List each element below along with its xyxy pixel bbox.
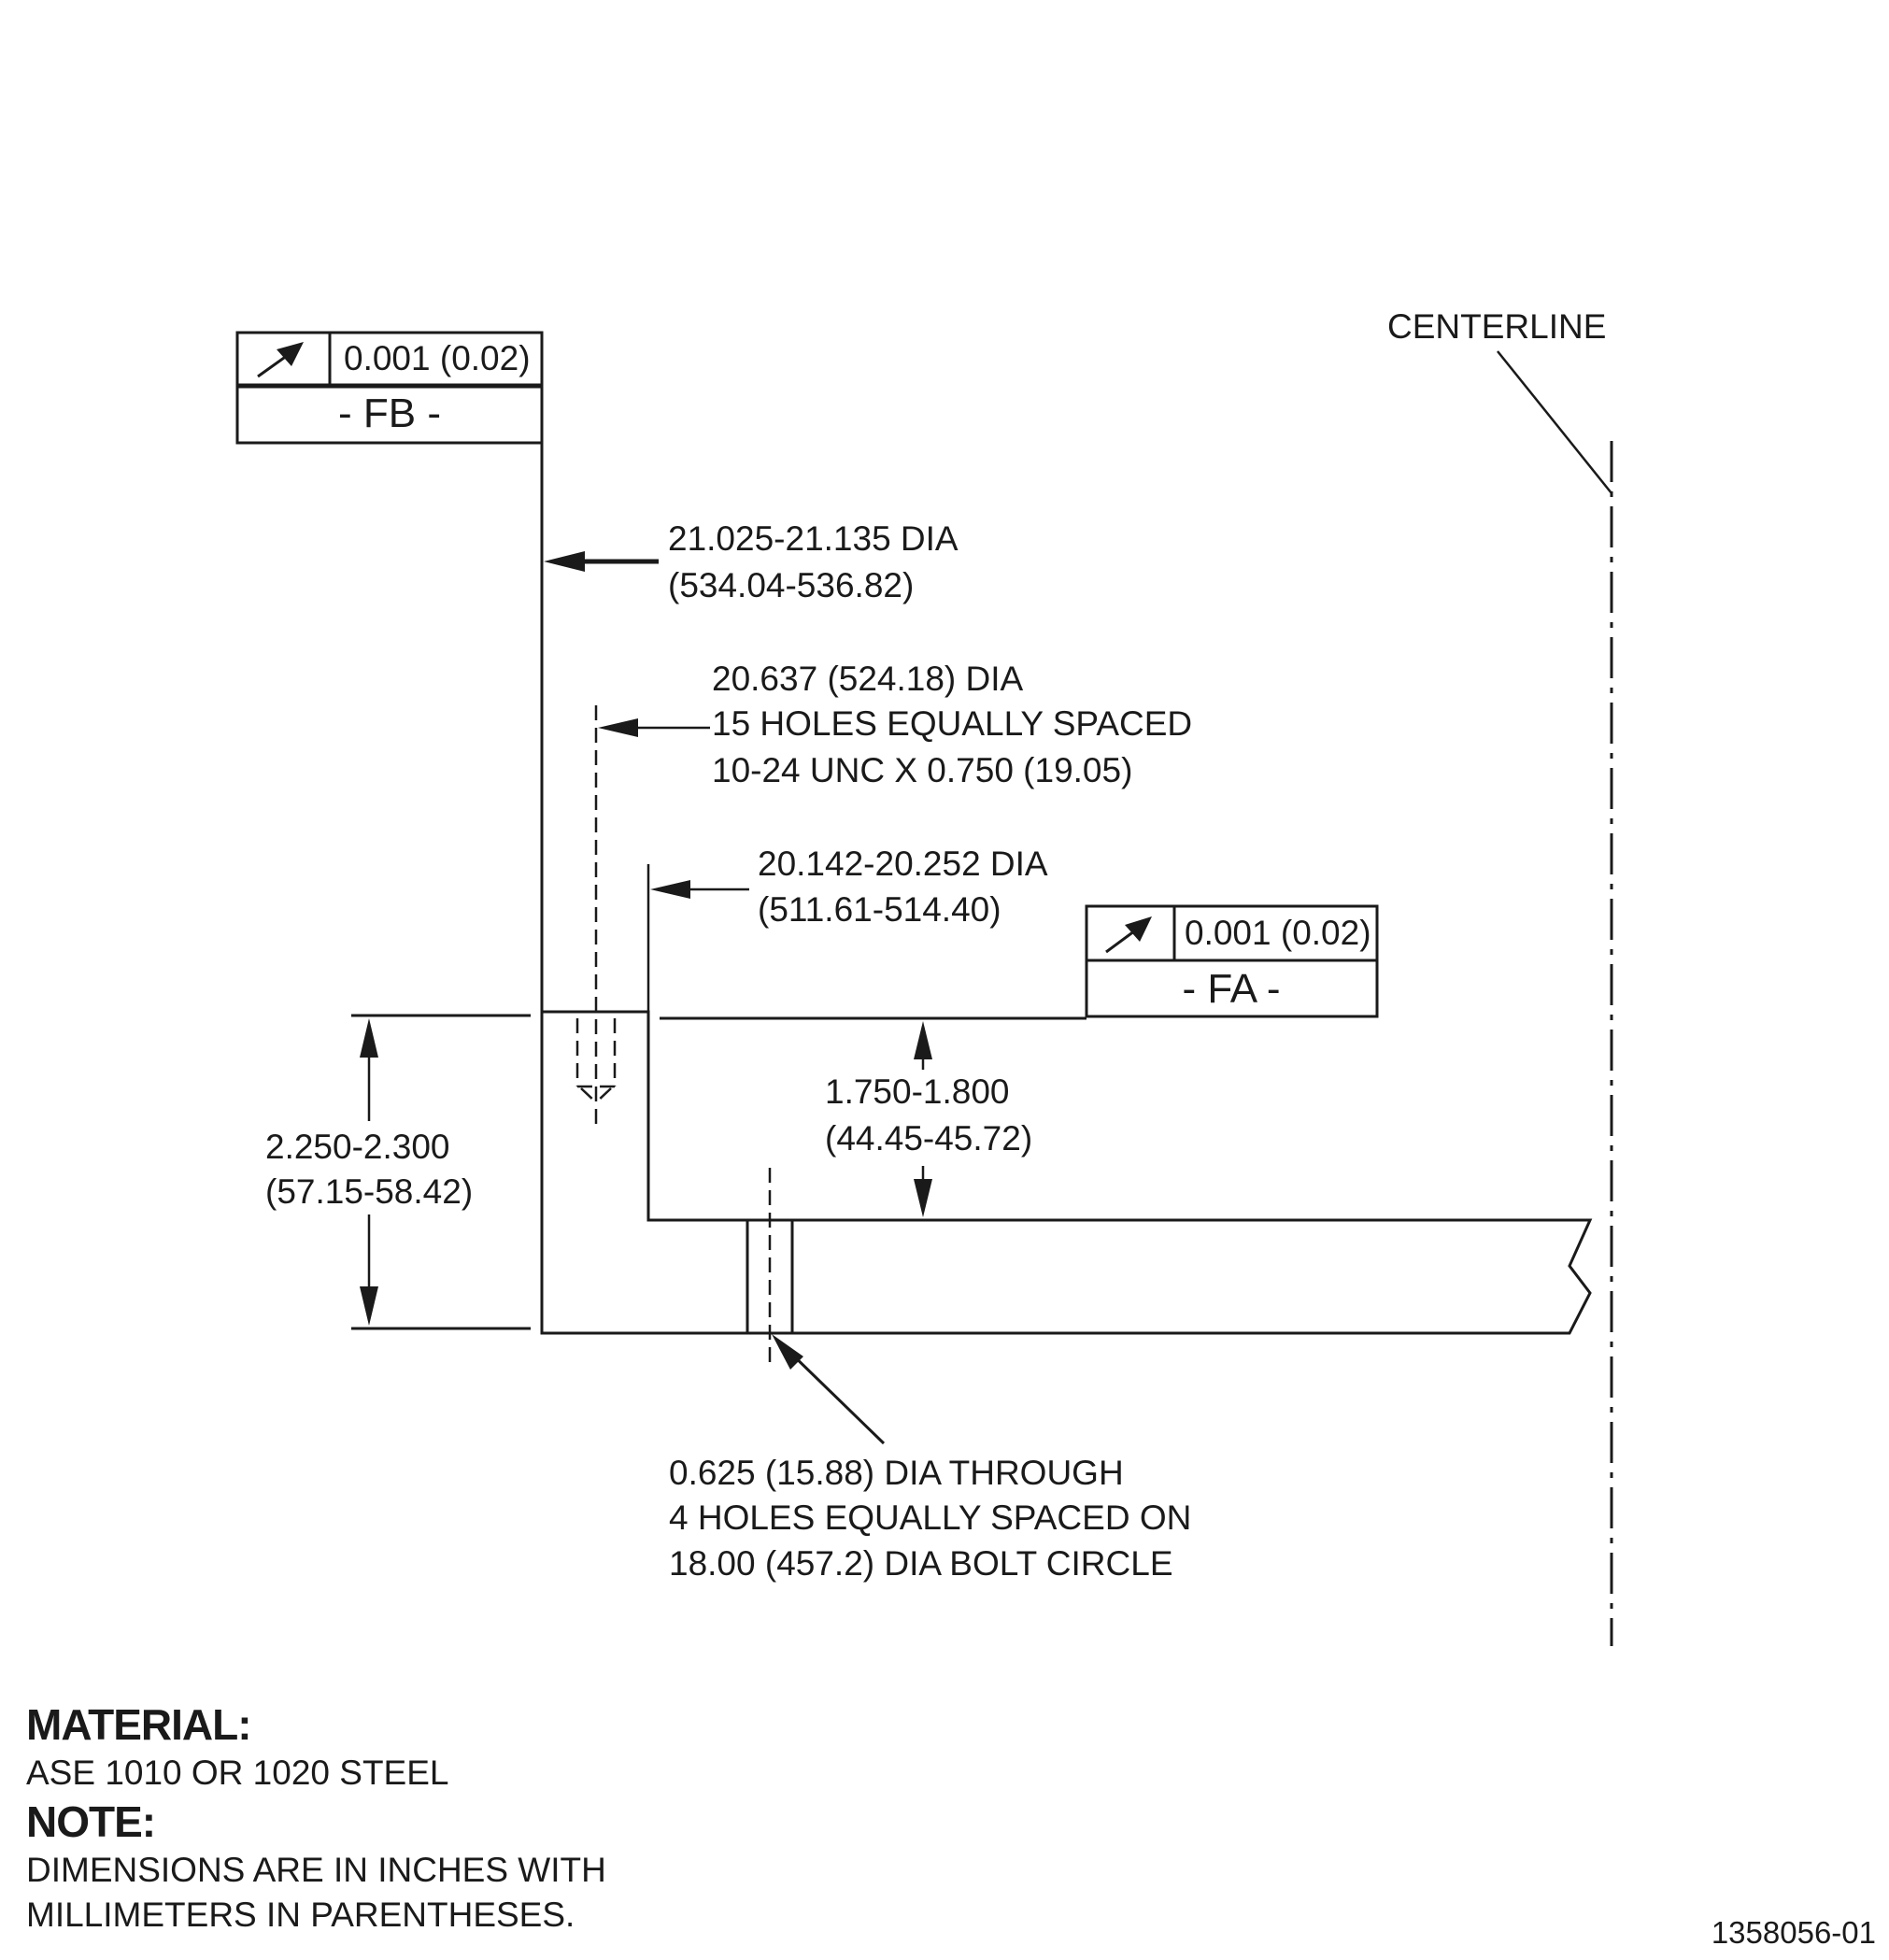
fcf-fb: 0.001 (0.02) - FB - [235,331,544,445]
note-line2: MILLIMETERS IN PARENTHESES. [26,1896,575,1934]
centerline: CENTERLINE [1387,307,1613,1646]
leader-tapped-holes: 20.637 (524.18) DIA 15 HOLES EQUALLY SPA… [598,660,1192,789]
material-heading: MATERIAL: [26,1700,252,1749]
through-holes-line1: 0.625 (15.88) DIA THROUGH [669,1454,1124,1492]
datum-fa-label: - FA - [1182,966,1280,1012]
leader-inner-dia: 20.142-20.252 DIA (511.61-514.40) [646,845,1048,1012]
overall-height-line1: 2.250-2.300 [265,1128,450,1166]
centerline-label: CENTERLINE [1387,307,1606,346]
leader-through-holes: 0.625 (15.88) DIA THROUGH 4 HOLES EQUALL… [669,1334,1191,1583]
tapped-holes-line1: 20.637 (524.18) DIA [712,660,1024,698]
fcf-fb-tolerance: 0.001 (0.02) [344,339,531,377]
tapped-holes-line2: 15 HOLES EQUALLY SPACED [712,704,1192,743]
flange-height-line2: (44.45-45.72) [825,1119,1032,1158]
part-profile [540,441,1593,1335]
material-text: ASE 1010 OR 1020 STEEL [26,1754,449,1792]
note-line1: DIMENSIONS ARE IN INCHES WITH [26,1851,606,1889]
overall-height-line2: (57.15-58.42) [265,1172,473,1211]
runout-arrow-icon [257,342,304,378]
notes-block: MATERIAL: ASE 1010 OR 1020 STEEL NOTE: D… [26,1698,606,1938]
tapped-holes-line3: 10-24 UNC X 0.750 (19.05) [712,751,1132,789]
flange-height-line1: 1.750-1.800 [825,1072,1010,1111]
fcf-fa-tolerance: 0.001 (0.02) [1185,914,1371,952]
dim-overall-height: 2.250-2.300 (57.15-58.42) [265,1014,531,1330]
through-hole [746,1168,794,1364]
note-heading: NOTE: [26,1797,156,1846]
leader-outer-dia: 21.025-21.135 DIA (534.04-536.82) [544,519,959,604]
outer-dia-line1: 21.025-21.135 DIA [668,519,959,558]
through-holes-line3: 18.00 (457.2) DIA BOLT CIRCLE [669,1544,1173,1583]
dim-flange-height: 1.750-1.800 (44.45-45.72) [825,1021,1032,1217]
datum-fb-label: - FB - [338,391,441,436]
through-holes-line2: 4 HOLES EQUALLY SPACED ON [669,1498,1191,1537]
tapped-hole-hidden [575,705,617,1130]
outer-dia-line2: (534.04-536.82) [668,566,914,604]
inner-dia-line1: 20.142-20.252 DIA [758,845,1048,883]
runout-arrow-icon [1105,916,1152,954]
figure-id: 1358056-01 [1711,1915,1876,1950]
inner-dia-line2: (511.61-514.40) [758,890,1001,929]
fcf-fa: 0.001 (0.02) - FA - [1085,904,1379,1018]
